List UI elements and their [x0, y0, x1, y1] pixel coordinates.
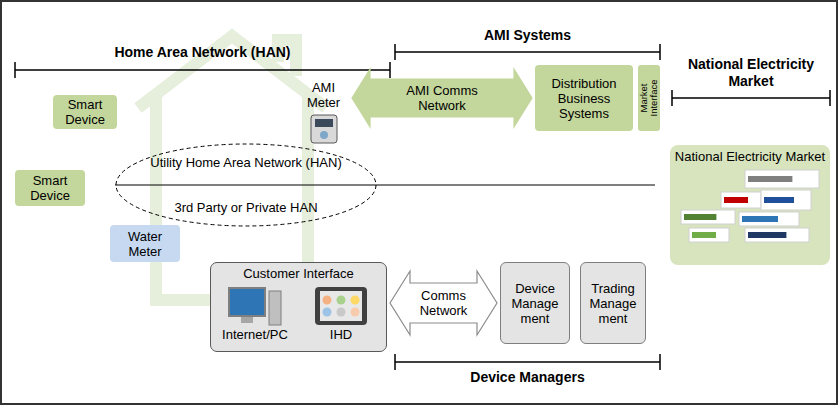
ihd-button: [337, 308, 346, 317]
connector-label: AMI Comms Network: [402, 81, 482, 115]
node-text: Utility Home Area Network (HAN): [150, 155, 341, 170]
logo: [739, 212, 799, 226]
logo-mark: [742, 216, 778, 222]
ihd-button: [323, 296, 332, 305]
logo-card: [739, 212, 799, 226]
logo-mark: [692, 232, 716, 238]
logo-card: [745, 170, 819, 188]
pc-tower: [269, 291, 281, 325]
logo-mark: [724, 197, 748, 203]
meter-icon: [309, 114, 339, 144]
block-arrow-connector: [352, 69, 532, 127]
ihd-button: [351, 296, 360, 305]
meter-box: Water Meter: [110, 225, 180, 262]
node-text: Internet/PC: [222, 327, 288, 342]
section-heading: AMI Systems: [395, 27, 660, 44]
ellipse-outline: [116, 144, 376, 226]
node-text: Market Interface: [638, 65, 660, 131]
logo-card: [681, 210, 735, 224]
device-box: Smart Device: [15, 170, 85, 206]
monitor-stand: [241, 317, 253, 323]
logo: [745, 170, 819, 188]
meter-display: [315, 119, 333, 127]
logo: [745, 228, 809, 242]
logo: [681, 210, 735, 224]
network-ellipse: Utility Home Area Network (HAN) 3rd Party…: [115, 143, 377, 227]
ami-bracket: [395, 44, 660, 60]
logo-card: [721, 192, 761, 208]
separator-line: [115, 185, 655, 186]
interface-panel: Internet/PC IHD Customer Interface: [210, 262, 387, 352]
system-box: Distribution Business Systems: [535, 65, 633, 131]
ihd-button: [323, 308, 332, 317]
device-box: Smart Device: [53, 95, 117, 129]
logo-mark: [764, 197, 794, 203]
logo-card: [689, 228, 729, 242]
node-text: IHD: [330, 327, 352, 342]
logo: [689, 228, 729, 242]
section-heading: Device Managers: [395, 369, 660, 386]
node-text: Distribution Business Systems: [538, 76, 630, 121]
node-text: National Electricity Market: [675, 149, 825, 164]
logo-mark: [748, 176, 792, 182]
logo: [761, 190, 811, 210]
node-text: Smart Device: [56, 97, 114, 127]
node-text: Device Manage ment: [504, 281, 566, 326]
han-bracket: [15, 62, 390, 78]
node-text: AMI Meter: [298, 80, 349, 110]
block-arrow-connector: [390, 271, 497, 335]
manager-box: Device Manage ment: [500, 262, 570, 344]
logo: [721, 192, 761, 208]
node-text: Water Meter: [113, 229, 177, 259]
market-box: National Electricity Market: [670, 145, 830, 265]
ihd-body: [315, 287, 367, 325]
section-heading: Home Area Network (HAN): [15, 44, 390, 61]
nem-bracket: [672, 90, 830, 106]
ihd-button: [337, 296, 346, 305]
section-heading: National Electricity Market: [672, 56, 830, 90]
meter-body: [311, 115, 337, 143]
node-text: Customer Interface: [211, 266, 386, 281]
logo-card: [745, 228, 809, 242]
logo-mark: [748, 232, 786, 238]
node-text: Smart Device: [18, 173, 82, 203]
pc-icon: [225, 285, 285, 327]
pc-icon-node: Internet/PC: [216, 285, 294, 347]
meter-dial: [320, 131, 328, 139]
node-text: 3rd Party or Private HAN: [174, 200, 317, 215]
monitor: [229, 288, 265, 316]
ihd-icon: [313, 285, 369, 327]
brackets: [15, 44, 830, 370]
manager-box: Trading Manage ment: [580, 262, 646, 344]
connector-label: Comms Network: [408, 285, 480, 321]
ihd-screen: [320, 291, 362, 321]
ihd-icon-node: IHD: [302, 285, 380, 347]
device-managers-bracket: [395, 354, 660, 370]
node-text: Trading Manage ment: [584, 281, 642, 326]
interface-bar: Market Interface: [638, 65, 660, 131]
logo-mark: [684, 214, 716, 220]
ihd-button: [351, 308, 360, 317]
retailer-logos: [675, 168, 825, 244]
meter-icon-node: AMI Meter: [298, 80, 349, 154]
logo-card: [761, 190, 811, 210]
